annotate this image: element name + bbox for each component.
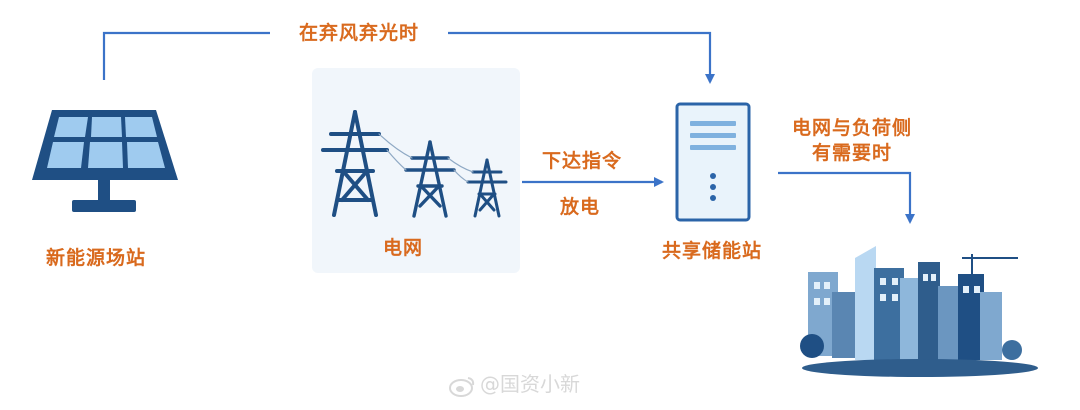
discharge-label: 放电 xyxy=(560,196,601,218)
demand-label: 电网与负荷侧 有需要时 xyxy=(792,116,912,166)
city-skyline-icon xyxy=(800,246,1038,377)
weibo-logo-icon xyxy=(449,376,475,397)
command-label: 下达指令 xyxy=(542,150,623,172)
watermark: @国资小新 xyxy=(448,368,580,397)
demand-label-line1: 电网与负荷侧 xyxy=(792,117,913,139)
solar-station-label: 新能源场站 xyxy=(46,247,147,269)
demand-label-line2: 有需要时 xyxy=(812,142,893,164)
shared-storage-label: 共享储能站 xyxy=(662,240,763,262)
storage-cabinet-icon xyxy=(675,102,751,222)
watermark-text: @国资小新 xyxy=(480,372,580,396)
transmission-tower-icon xyxy=(321,110,508,218)
top-flow-label: 在弃风弃光时 xyxy=(270,16,448,47)
solar-panel-icon xyxy=(32,110,178,212)
power-grid-label: 电网 xyxy=(383,237,424,259)
demand-arrow xyxy=(778,171,915,224)
